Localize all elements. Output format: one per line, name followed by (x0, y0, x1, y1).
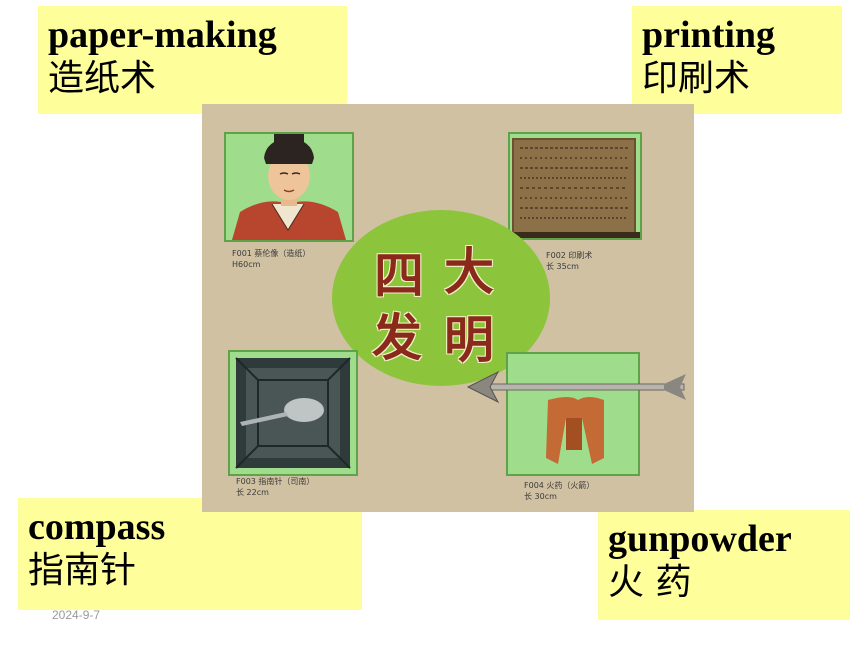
title-char-4: 明 (444, 311, 494, 369)
title-char-3: 发 (372, 309, 422, 367)
arrow-shaft-icon (466, 370, 686, 404)
paper-making-en: paper-making (48, 14, 277, 56)
compass-en: compass (28, 506, 166, 548)
gunpowder-en: gunpowder (608, 518, 792, 560)
compass-illustration (235, 357, 351, 469)
paper-making-zh: 造纸术 (48, 58, 157, 99)
paper-making-label: paper-making 造纸术 (38, 6, 347, 114)
portrait-illustration (232, 134, 346, 240)
gunpowder-caption: F004 火药（火箭） 长 30cm (524, 481, 595, 501)
fire-arrow-illustration (546, 397, 604, 464)
gunpowder-label: gunpowder 火 药 (598, 510, 850, 620)
title-char-1: 四 (374, 247, 424, 305)
paper-caption: F001 蔡伦像（造纸） H60cm (232, 249, 311, 269)
printing-block-illustration (510, 138, 640, 238)
cai-lun-portrait (224, 132, 354, 242)
printing-label: printing 印刷术 (632, 6, 842, 114)
printing-en: printing (642, 14, 776, 56)
compass-label: compass 指南针 (18, 498, 362, 610)
compass-zh: 指南针 (28, 550, 137, 591)
title-char-2: 大 (444, 243, 494, 301)
printing-block (508, 132, 642, 240)
compass-plate (228, 350, 358, 476)
printing-caption: F002 印刷术 长 35cm (546, 251, 593, 271)
slide-date: 2024-9-7 (52, 608, 101, 622)
gunpowder-zh: 火 药 (608, 562, 692, 603)
compass-caption: F003 指南针（司南） 长 22cm (236, 477, 315, 497)
four-inventions-poster: F001 蔡伦像（造纸） H60cm F002 印刷术 长 35cm 四 大 发… (202, 104, 694, 512)
printing-zh: 印刷术 (642, 58, 751, 99)
gunpowder-arrow (506, 352, 640, 476)
